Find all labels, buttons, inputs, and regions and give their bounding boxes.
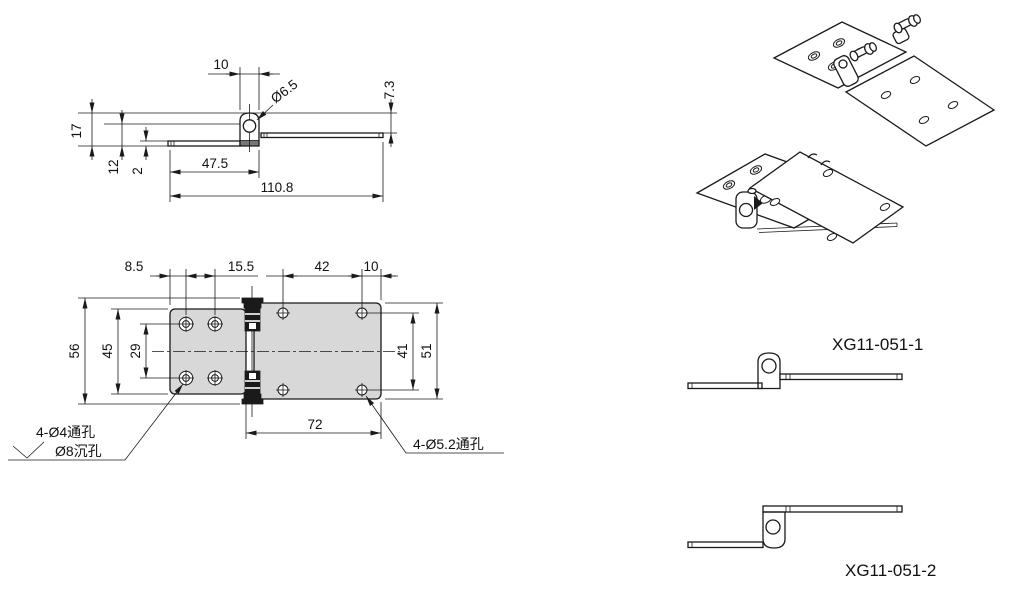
right-plate [253,302,382,400]
part2-right-strip [762,505,903,513]
left-plate-holes [178,316,223,386]
iso-folded-top-plate [748,151,905,244]
dim-left-stack: 56 45 29 [67,297,240,405]
pivot-hole [242,119,257,133]
dim-label-45: 45 [100,343,115,358]
dim-label-12: 12 [106,159,121,174]
note-right: 4-Ø5.2通孔 [413,436,484,452]
left-leaf-edge [167,140,241,147]
part2-left-strip [687,541,764,549]
part2-label: XG11-051-2 [845,561,936,580]
iso-folded-knuckle [735,187,763,229]
note-right-holes: 4-Ø5.2通孔 [365,395,504,454]
dim-label-15-5: 15.5 [228,259,254,274]
plan-view: 8.5 15.5 42 10 56 45 29 41 [8,259,504,461]
dim-2: 2 [130,127,149,175]
iso-folded-knuckle-notch-1 [807,153,818,159]
note-left-holes: 4-Ø4通孔 Ø8沉孔 [8,383,184,461]
hinge-knuckle-top [241,297,264,332]
side-view: 10 Ø6.5 7.3 17 12 [69,57,397,202]
iso-right-plate-holes [880,75,959,125]
part2-pivot-hole [765,519,781,535]
dim-label-110-8: 110.8 [261,180,294,195]
dim-10-top: 10 [208,57,280,77]
dim-label-47-5: 47.5 [202,156,228,171]
iso-right-plate [844,55,996,147]
dim-label-72: 72 [307,417,322,432]
dim-hole-dia: Ø6.5 [256,77,300,121]
iso-left-plate [772,21,908,89]
hinge-knuckle-bottom [241,370,264,405]
dim-label-51: 51 [419,343,434,358]
dim-right-stack: 41 51 [369,302,443,400]
part1-left-strip [687,382,763,390]
dim-label-17: 17 [69,123,84,138]
dim-label-2: 2 [130,167,145,175]
part1-right-strip [779,373,903,381]
right-plate-holes [276,306,369,397]
part1-pivot-hole [761,358,777,374]
dim-label-56: 56 [67,343,82,358]
countersink-icon [12,441,45,459]
dim-72: 72 [245,398,382,439]
iso-folded-knuckle-notch-2 [820,160,831,166]
dim-47-5: 47.5 [170,156,259,175]
dim-17: 17 [69,99,95,160]
part1-label: XG11-051-1 [832,335,923,354]
dim-7-3: 7.3 [382,81,397,147]
note-left-line2: Ø8沉孔 [55,443,102,459]
dim-label-8-5: 8.5 [125,259,144,274]
note-left-line1: 4-Ø4通孔 [36,424,95,440]
dim-label-29: 29 [128,343,143,358]
iso-view-folded [695,151,905,244]
iso-view-open [772,14,996,147]
dim-110-8: 110.8 [170,180,383,199]
dim-label-10-top: 10 [213,57,228,72]
dim-top-chain: 8.5 15.5 42 10 [125,259,398,315]
dim-label-hole-dia: Ø6.5 [268,77,300,107]
dim-label-7-3: 7.3 [382,81,397,100]
iso-hinge-bolt-assembly-2 [892,14,922,45]
profile-view-part1: XG11-051-1 [687,335,923,390]
profile-view-part2: XG11-051-2 [687,505,936,580]
part1-knuckle [757,352,781,390]
iso-hinge-bolt-assembly-1 [833,42,878,87]
side-view-part [167,104,384,152]
right-leaf-edge [260,132,384,139]
dim-12: 12 [106,110,125,175]
dim-label-10-plan: 10 [363,259,378,274]
dim-label-42: 42 [314,259,329,274]
iso-folded-top-plate-holes [769,168,891,242]
dim-label-41: 41 [395,343,410,358]
iso-folded-knuckle-shadow [754,196,763,210]
